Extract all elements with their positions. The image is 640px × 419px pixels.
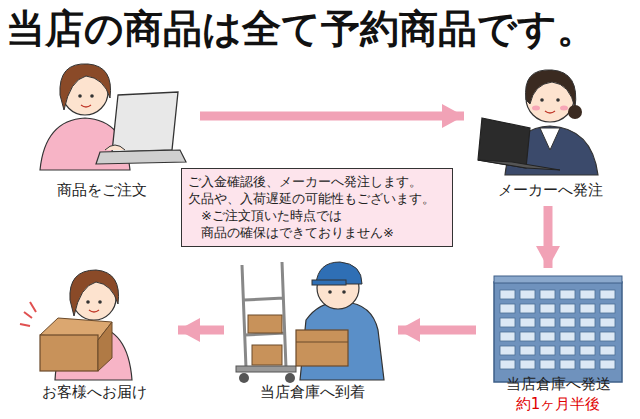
customer-woman [20, 270, 132, 380]
step-caption: お客様へお届け [12, 383, 176, 402]
lead-time: 約1ヶ月半後 [480, 395, 636, 414]
step-caption: 当店倉庫へ到着 [228, 383, 396, 402]
warehouse-worker [236, 262, 384, 383]
note-text: ※ご注文頂いた時点では 商品の確保はできておりません※ [188, 207, 446, 241]
warehouse-building [494, 276, 622, 382]
flow-arrow [398, 326, 476, 335]
process-step: 商品をご注文 [8, 56, 196, 202]
process-step: 当店倉庫へ到着 [228, 258, 396, 404]
flow-arrow [544, 206, 553, 268]
note-box: ご入金確認後、メーカーへ発注します。欠品や、入荷遅延の可能性もございます。※ご注… [181, 168, 453, 247]
step-caption: メーカーへ発注 [466, 181, 634, 200]
ordering-woman [40, 64, 186, 170]
step-caption: 商品をご注文 [8, 181, 196, 200]
process-step: 当店倉庫へ発送約1ヶ月半後 [480, 270, 636, 416]
process-step: お客様へお届け [12, 258, 176, 404]
flow-arrow [178, 326, 224, 335]
notice-text: ご入金確認後、メーカーへ発注します。 [188, 173, 446, 190]
maker-staff [478, 70, 598, 175]
process-step: メーカーへ発注 [466, 56, 634, 202]
step-caption: 当店倉庫へ発送 [480, 375, 636, 394]
flow-arrow [200, 112, 464, 121]
page-title: 当店の商品は全て予約商品です。 [6, 2, 596, 56]
notice-text: 欠品や、入荷遅延の可能性もございます。 [188, 190, 446, 207]
